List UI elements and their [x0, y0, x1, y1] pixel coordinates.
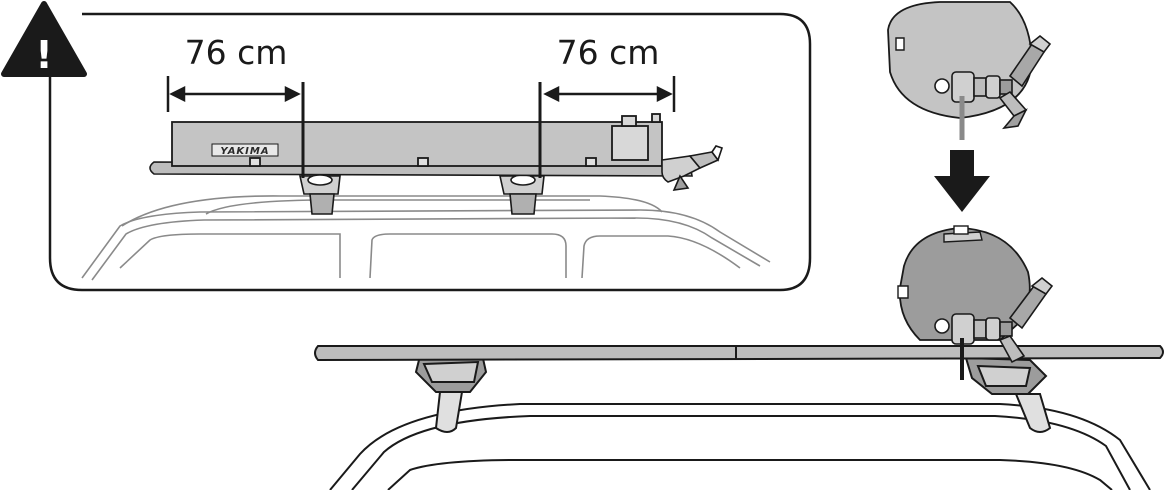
inset-car-roof — [81, 195, 771, 281]
warning-triangle-icon: ! — [1, 1, 87, 77]
brand-label-text: YAKIMA — [220, 146, 269, 157]
dimension-label-left: 76 cm — [185, 33, 288, 72]
dimension-line-right — [543, 76, 676, 112]
warning-mark: ! — [35, 33, 52, 77]
inset-water-tank — [171, 113, 663, 167]
inset-panel: YAKIMA 76 cm 76 cm — [48, 12, 812, 292]
down-arrow-icon — [934, 150, 990, 212]
mounting-straps — [301, 82, 542, 178]
valve-top — [934, 34, 1052, 130]
valve-mounted — [934, 276, 1054, 364]
crossbar — [314, 345, 1164, 362]
rack-foot-left — [414, 352, 488, 433]
brand-label: YAKIMA — [211, 143, 279, 157]
inset-tank-valve — [661, 145, 724, 191]
tank-end-detail-mounted — [897, 225, 1054, 380]
rack-foot-right — [964, 356, 1052, 433]
dimension-label-right: 76 cm — [557, 33, 660, 72]
tank-end-detail-top — [887, 1, 1052, 140]
dimension-line-left — [166, 76, 301, 112]
vehicle-roof — [329, 403, 1151, 490]
inset-rack-foot-left — [299, 174, 341, 215]
inset-rack-foot-right — [499, 174, 545, 215]
